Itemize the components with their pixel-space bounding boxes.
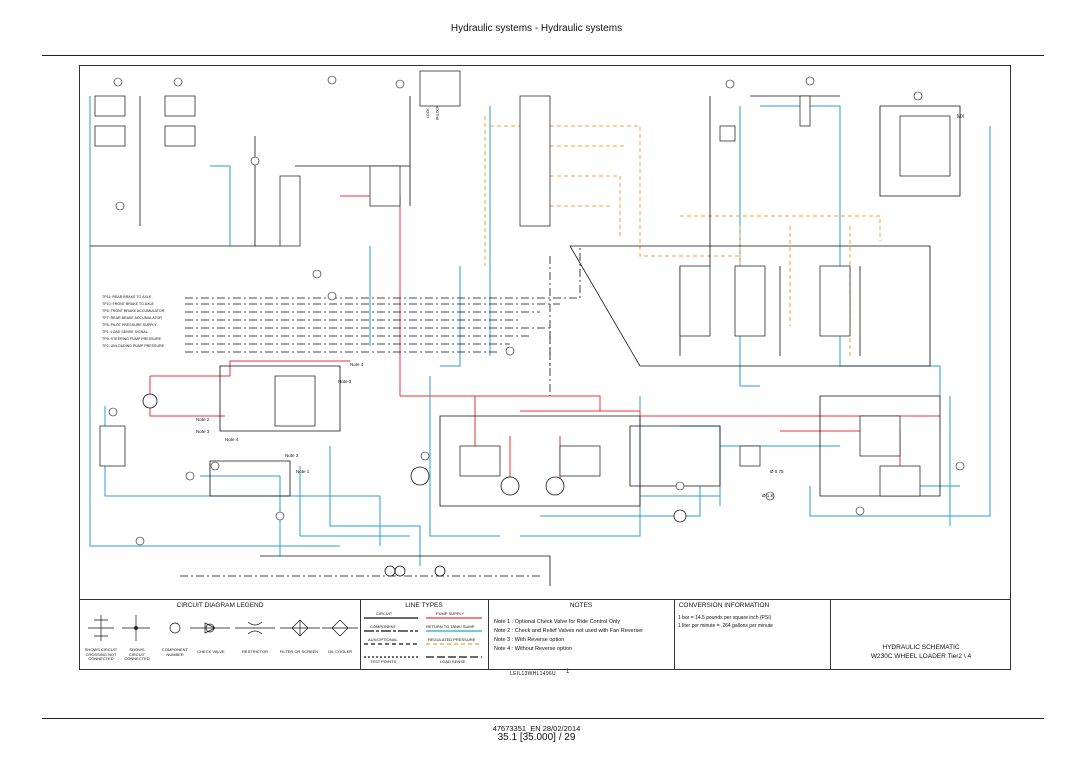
schematic-subtitle: W230C WHEEL LOADER Tier2 \ 4 <box>870 653 972 660</box>
legend-restrictor-label: RESTRICTOR <box>242 649 268 654</box>
line-type-label: RETURN TO TANK/ SUMP <box>426 624 475 629</box>
legend-crossing-label: SHOWS CIRCUIT CROSSING NOT CONNECTED <box>84 647 118 661</box>
orifice-label: Ø 0.75 <box>770 469 784 474</box>
sheet-number: 1 <box>566 669 570 675</box>
conversion-title: CONVERSION INFORMATION <box>678 602 770 609</box>
legend-check-valve-label: CHECK VALVE <box>197 649 225 654</box>
circuit-legend-title: CIRCUIT DIAGRAM LEGEND <box>176 602 264 609</box>
circuit-legend: CIRCUIT DIAGRAM LEGEND SHOWS CIRCUIT CRO… <box>80 600 361 670</box>
test-point-label: TP10: FRONT BRAKE TO AXLE <box>102 302 154 306</box>
conversion-item: 1 liter per minute = .264 gallons per mi… <box>678 623 773 629</box>
footer-rule <box>42 718 1044 719</box>
line-types-title: LINE TYPES <box>405 602 443 609</box>
line-type-label: PUMP SUPPLY <box>436 611 465 616</box>
legend-block: CIRCUIT DIAGRAM LEGEND SHOWS CIRCUIT CRO… <box>80 599 1010 670</box>
note-label: Note 3 <box>285 453 299 458</box>
legend-oil-cooler-label: OIL COOLER <box>327 649 353 654</box>
conversion-item: 1 bar = 14.5 pounds per square inch (PSI… <box>678 615 772 621</box>
note-item: Note 3 : With Reverse option <box>494 637 565 643</box>
conversion-legend: CONVERSION INFORMATION 1 bar = 14.5 poun… <box>674 600 774 630</box>
line-type-label: LOAD SENSE <box>440 659 466 664</box>
header-rule <box>42 55 1044 56</box>
note-label: Note 4 <box>350 362 364 367</box>
line-type-label: COMPONENT <box>370 624 396 629</box>
page-header-title: Hydraulic systems - Hydraulic systems <box>450 23 623 34</box>
test-point-label: TP11: REAR BRAKE TO AXLE <box>102 295 152 299</box>
note-label: Note 3 <box>196 429 210 434</box>
legend-component-number-label: COMPONENT NUMBER <box>162 647 188 657</box>
note-label: Note 1 <box>296 469 310 474</box>
note-item: Note 4 : Without Reverse option <box>494 646 572 652</box>
note-label: Note 3 <box>338 379 352 384</box>
title-block: HYDRAULIC SCHEMATIC W230C WHEEL LOADER T… <box>830 600 1011 670</box>
line-type-label: CIRCUIT <box>376 611 393 616</box>
line-type-samples <box>364 617 482 658</box>
test-point-label: TP2: UNLOADING PUMP PRESSURE <box>102 344 165 348</box>
line-types-legend: LINE TYPES CIRCUIT COMPONENT AUX/OPTIONA… <box>360 600 489 670</box>
note-item: Note 1 : Optional Check Valve for Ride C… <box>494 619 621 625</box>
test-point-label: TP6: FRONT BRAKE ACCUMULATOR <box>102 309 165 313</box>
lock-label: LOCK <box>425 108 430 118</box>
mx-label: MX <box>957 114 965 120</box>
unlock-label: UNLOCK <box>435 105 440 121</box>
hydraulic-schematic-sheet: TP11: REAR BRAKE TO AXLE TP10: FRONT BRA… <box>79 65 1011 670</box>
footer-page-ref: 35.1 [35.000] / 29 <box>497 732 576 743</box>
schematic-drawing <box>89 70 991 586</box>
orifice-label: Ø 1.8 <box>762 493 774 498</box>
test-point-label: TP1: LOAD SENSE SIGNAL <box>102 330 148 334</box>
line-type-label: AUX/OPTIONAL <box>368 637 398 642</box>
schematic-title: HYDRAULIC SCHEMATIC <box>882 644 960 651</box>
line-type-label: REGULATED PRESSURE <box>428 637 476 642</box>
test-point-label: TP8: PILOT PRESSURE SUPPLY <box>102 323 157 327</box>
note-label: Note 4 <box>225 437 239 442</box>
test-point-label: TP9: STEERING PUMP PRESSURE <box>102 337 162 341</box>
legend-filter-label: FILTER OR SCREEN <box>279 649 319 654</box>
sheet-id: LEIL13WHL1496U <box>510 671 556 677</box>
notes-legend: NOTES Note 1 : Optional Check Valve for … <box>488 600 675 670</box>
legend-symbols <box>88 615 358 641</box>
legend-connected-label: SHOWS CIRCUIT CONNECTED <box>124 647 150 661</box>
footer-doc-id: 47673351_EN 28/02/2014 <box>492 724 581 733</box>
line-type-label: TEST POINTS <box>370 659 397 664</box>
note-item: Note 2 : Check and Relief Valves not use… <box>494 628 644 634</box>
note-label: Note 2 <box>196 417 210 422</box>
notes-title: NOTES <box>569 602 593 609</box>
test-point-label: TP7: REAR BRAKE ACCUMULATOR <box>102 316 162 320</box>
